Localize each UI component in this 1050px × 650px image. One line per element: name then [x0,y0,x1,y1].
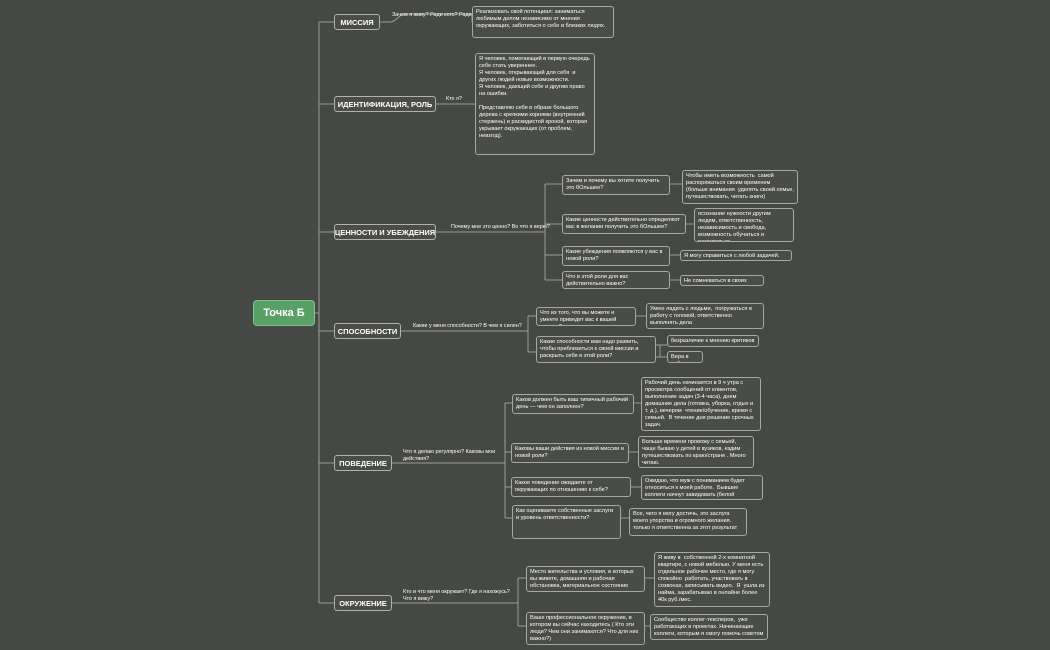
behavior-a4[interactable]: Все, чего я могу достичь, это заслуга мо… [629,508,747,536]
abilities-a3[interactable]: Вера в себя [667,351,703,363]
environment-a2[interactable]: Сообщество коллег-тексперов, уже работаю… [650,614,768,640]
values-q4[interactable]: Что в этой роли для вас действительно ва… [562,271,670,289]
values-a1[interactable]: Чтобы иметь возможность самой распоряжат… [682,170,798,204]
behavior-a3[interactable]: Ожидаю, что муж с пониманием будет относ… [641,475,763,500]
values-q3[interactable]: Какие убеждения появляются у вас в новой… [562,246,670,266]
topic-values[interactable]: ЦЕННОСТИ И УБЕЖДЕНИЯ [334,224,436,240]
behavior-q3[interactable]: Какое поведение ожидаете от окружающих п… [511,477,631,497]
abilities-q1[interactable]: Что из того, что вы можете и умеете прив… [536,307,636,326]
environment-q1[interactable]: Место жительства и условия, в которых вы… [526,566,645,592]
identity-question: Кто я? [446,96,462,102]
values-q2[interactable]: Какие ценности действительно определяют … [562,214,686,234]
values-question: Почему мне это ценно? Во что я верю? [451,224,550,230]
values-a3[interactable]: Я могу справиться с любой задачей. [680,250,792,261]
behavior-q2[interactable]: Каковы ваши действия из новой миссии и н… [511,443,629,463]
environment-q2[interactable]: Ваше профессиональное окружение, в котор… [526,612,645,645]
topic-mission[interactable]: МИССИЯ [334,14,380,30]
environment-a1[interactable]: Я живу в собственной 2-х комнатной кварт… [654,552,770,607]
abilities-a1[interactable]: Умею ладить с людьми, погружаться в рабо… [646,303,764,329]
values-a2[interactable]: осознание нужности другим людям, ответст… [694,208,794,242]
topic-environment[interactable]: ОКРУЖЕНИЕ [334,595,392,611]
topic-abilities[interactable]: СПОСОБНОСТИ [334,323,401,339]
abilities-question: Какие у меня способности? В чем я силен? [413,323,522,329]
topic-behavior[interactable]: ПОВЕДЕНИЕ [334,455,392,471]
environment-question: Кто и что меня окружает? Где я нахожусь?… [403,589,512,602]
mission-answer[interactable]: Реализовать свой потенциал: заниматься л… [472,6,614,38]
root-node[interactable]: Точка Б [253,300,315,326]
identity-answer[interactable]: Я человек, помогающий в первую очередь с… [475,53,595,155]
values-q1[interactable]: Зачем и почему вы хотите получить это бО… [562,175,670,195]
behavior-q4[interactable]: Как оцениваете собственные заслуги и уро… [512,505,621,539]
values-a4[interactable]: Не сомневаться в своих силах [680,275,764,286]
topic-identity[interactable]: ИДЕНТИФИКАЦИЯ, РОЛЬ [334,96,436,112]
behavior-q1[interactable]: Каков должен быть ваш типичный рабочий д… [512,394,634,414]
abilities-q2[interactable]: Какие способности вам надо развить, чтоб… [536,336,656,363]
behavior-a2[interactable]: Больше времени провожу с семьей, чаще бы… [638,436,754,468]
abilities-a2[interactable]: безразличие к мнению критиков [667,335,759,347]
behavior-a1[interactable]: Рабочий день начинается в 9 ч утра с про… [641,377,761,431]
behavior-question: Что я делаю регулярно? Каковы мои действ… [403,449,497,462]
